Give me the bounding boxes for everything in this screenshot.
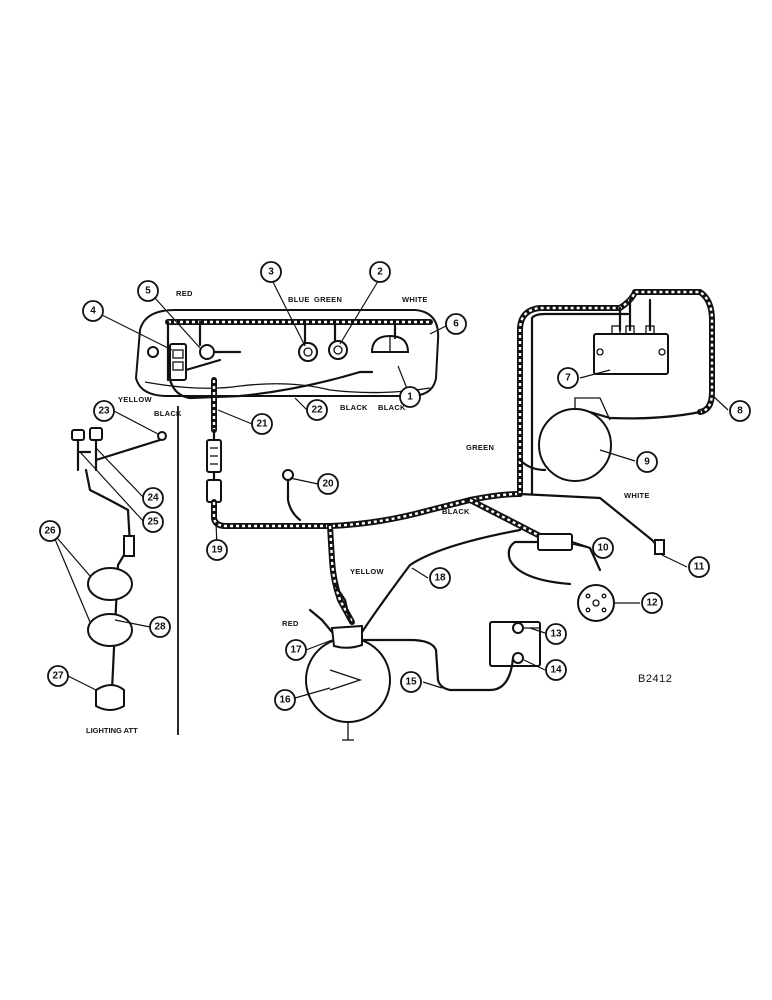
ammeter-gauge [298,342,318,362]
svg-text:27: 27 [52,671,64,682]
wire-18 [360,528,522,634]
svg-text:6: 6 [453,319,459,330]
callout-24: 24 [142,487,164,509]
callout-15: 15 [400,671,422,693]
svg-text:18: 18 [434,573,446,584]
callout-25: 25 [142,511,164,533]
svg-text:3: 3 [268,267,274,278]
starter-solenoid [330,624,363,649]
callout-1: 1 [399,386,421,408]
callout-9: 9 [636,451,658,473]
svg-text:7: 7 [565,373,571,384]
main-harness [206,377,523,625]
callout-20: 20 [317,473,339,495]
callout-leaders [51,277,729,699]
callout-13: 13 [545,623,567,645]
ground-terminal-23 [157,431,167,441]
wire-labels: RED BLUE GREEN WHITE YELLOW BLACK BLACK … [118,289,650,628]
callout-7: 7 [557,367,579,389]
svg-text:21: 21 [256,419,268,430]
svg-text:2: 2 [377,267,383,278]
svg-text:26: 26 [44,526,56,537]
svg-text:14: 14 [550,665,562,676]
callout-12: 12 [641,592,663,614]
ignition-switch [199,344,215,360]
svg-text:17: 17 [290,645,302,656]
battery [360,621,541,692]
callout-17: 17 [285,639,307,661]
harness-connector-lower [206,479,222,503]
voltage-regulator [593,325,669,375]
label-white-right: WHITE [624,491,650,500]
svg-text:10: 10 [597,543,609,554]
svg-text:15: 15 [405,677,417,688]
lighting-connector [123,535,135,557]
label-red-bottom: RED [282,619,299,628]
svg-text:11: 11 [694,562,705,573]
callout-22: 22 [306,399,328,421]
svg-text:28: 28 [154,622,166,633]
lighting-attachment-label: LIGHTING ATT [86,726,138,735]
lighting-attachment [71,406,179,735]
label-yellow-left: YELLOW [118,395,153,404]
svg-text:24: 24 [147,493,159,504]
panel-harness [165,319,433,400]
starter-motor [305,583,391,741]
oil-gauge [328,340,348,360]
svg-text:13: 13 [550,629,562,640]
callout-21: 21 [251,413,273,435]
svg-text:19: 19 [211,545,223,556]
callout-6: 6 [445,313,467,335]
callout-27: 27 [47,665,69,687]
callout-3: 3 [260,261,282,283]
callout-19: 19 [206,539,228,561]
svg-text:8: 8 [737,406,743,417]
callout-26: 26 [39,520,61,542]
callout-8: 8 [729,400,751,422]
callout-2: 2 [369,261,391,283]
svg-text:4: 4 [90,306,96,317]
rear-lamp [95,684,125,711]
svg-text:23: 23 [98,406,110,417]
label-black-right: BLACK [378,403,406,412]
callout-23: 23 [93,400,115,422]
reference-code: B2412 [638,673,672,685]
label-black-mid: BLACK [340,403,368,412]
callout-5: 5 [137,280,159,302]
head-lamp-upper [87,567,133,601]
right-wires [467,492,665,586]
callout-4: 4 [82,300,104,322]
label-black-left: BLACK [154,409,182,418]
generator [518,397,612,482]
svg-text:5: 5 [145,286,151,297]
connector-11 [654,539,665,555]
svg-text:12: 12 [646,598,658,609]
callout-10: 10 [592,537,614,559]
label-blue: BLUE [288,295,310,304]
label-green-top: GREEN [314,295,342,304]
callout-28: 28 [149,616,171,638]
svg-text:22: 22 [311,405,323,416]
svg-text:25: 25 [147,517,159,528]
callout-bubbles: 1 2 3 4 5 6 7 8 9 10 11 12 13 14 15 16 1… [39,261,751,711]
head-lamp-lower [87,613,133,647]
label-red-top: RED [176,289,193,298]
svg-text:1: 1 [407,392,413,403]
distributor [577,584,615,622]
svg-text:20: 20 [322,479,334,490]
label-green-right: GREEN [466,443,494,452]
label-yellow-bottom: YELLOW [350,567,385,576]
callout-14: 14 [545,659,567,681]
callout-18: 18 [429,567,451,589]
label-black-harness: BLACK [442,507,470,516]
instrument-panel [134,309,440,397]
resistor-10 [537,533,573,551]
label-white-top: WHITE [402,295,428,304]
svg-text:9: 9 [644,457,650,468]
callout-16: 16 [274,689,296,711]
callout-11: 11 [688,556,710,578]
svg-text:16: 16 [279,695,291,706]
